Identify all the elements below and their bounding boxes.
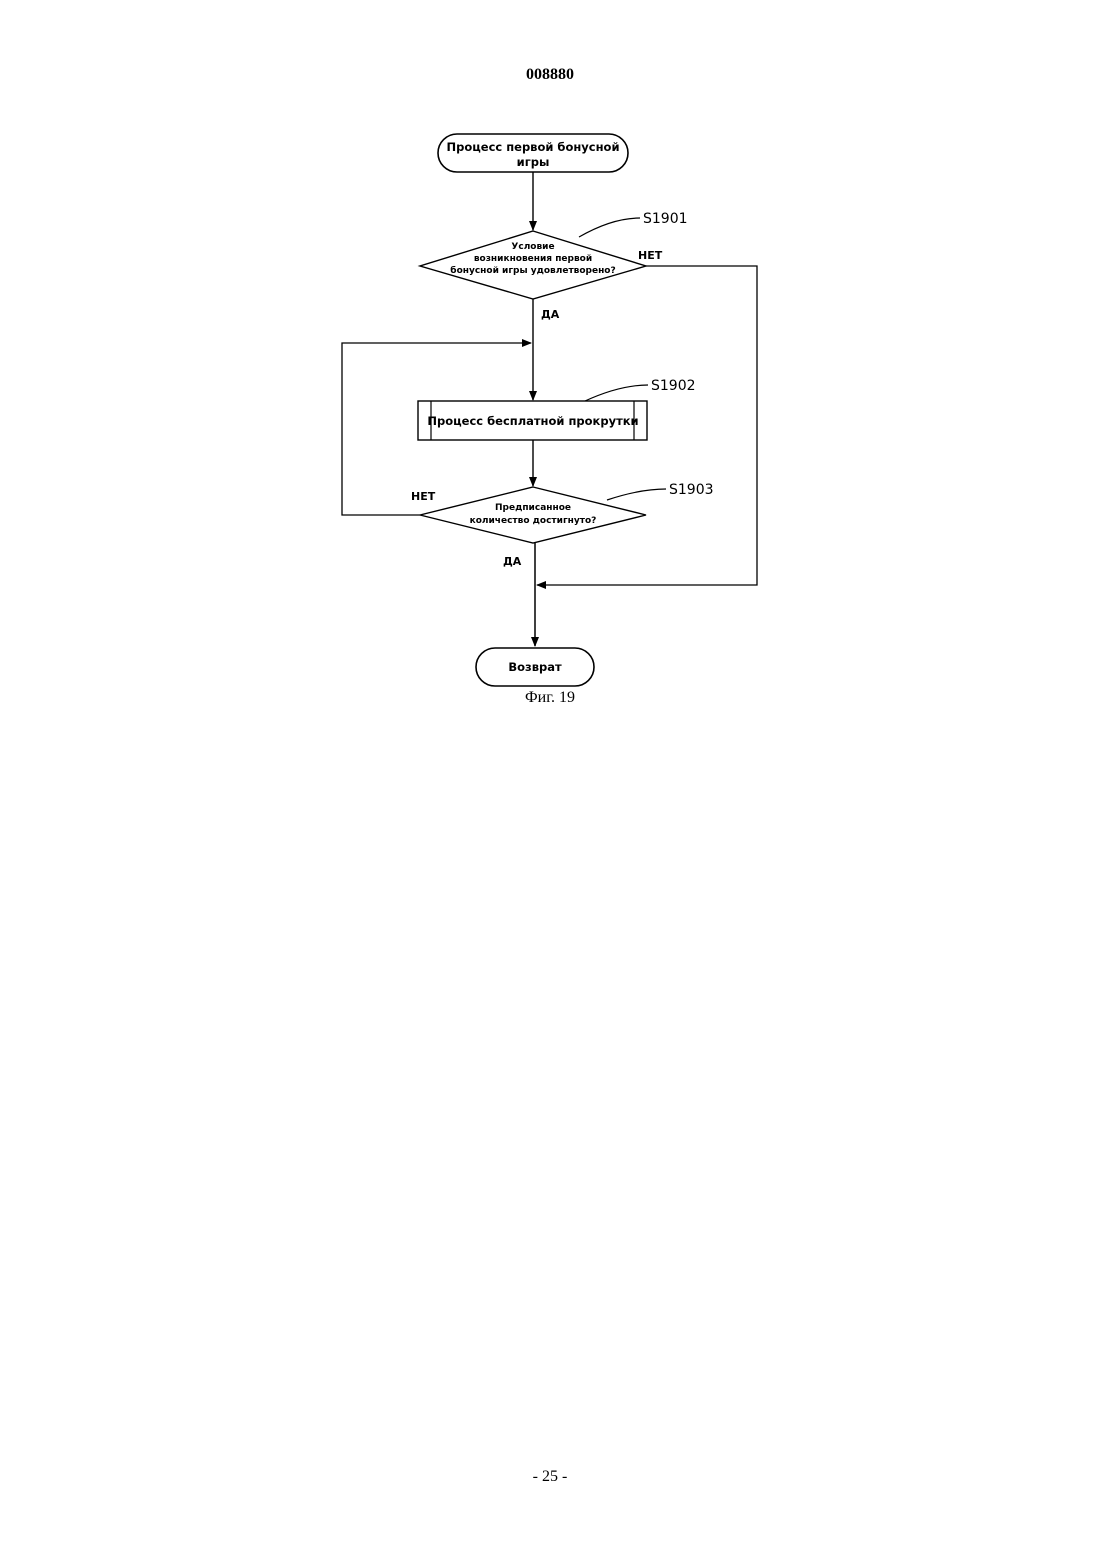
decision2-no-label: НЕТ (411, 490, 436, 503)
end-terminator: Возврат (476, 648, 594, 686)
decision1-line1: Условие (511, 242, 554, 252)
page-number: - 25 - (0, 1468, 1100, 1486)
leader-s1903 (607, 489, 666, 500)
flowchart: Процесс первой бонусной игры Условие воз… (0, 0, 1100, 720)
process-s1902: Процесс бесплатной прокрутки (418, 401, 647, 440)
decision2-line1: Предписанное (495, 503, 571, 513)
step-id-s1902: S1902 (651, 378, 696, 394)
decision1-yes-label: ДА (541, 308, 560, 321)
start-terminator: Процесс первой бонусной игры (438, 134, 628, 172)
decision-s1901: Условие возникновения первой бонусной иг… (420, 231, 646, 299)
decision-s1903: Предписанное количество достигнуто? (420, 487, 646, 543)
decision2-yes-label: ДА (503, 555, 522, 568)
figure-caption: Фиг. 19 (0, 689, 1100, 707)
step-id-s1903: S1903 (669, 482, 714, 498)
decision1-line2: возникновения первой (474, 254, 592, 264)
decision1-no-label: НЕТ (638, 249, 663, 262)
start-label-line1: Процесс первой бонусной (446, 140, 619, 154)
step-id-s1901: S1901 (643, 211, 688, 227)
leader-s1901 (579, 218, 640, 237)
decision2-line2: количество достигнуто? (470, 516, 597, 526)
decision1-line3: бонусной игры удовлетворено? (450, 265, 615, 276)
leader-s1902 (585, 385, 648, 401)
process-label: Процесс бесплатной прокрутки (427, 414, 638, 428)
start-label-line2: игры (517, 155, 550, 169)
end-label: Возврат (508, 660, 562, 674)
